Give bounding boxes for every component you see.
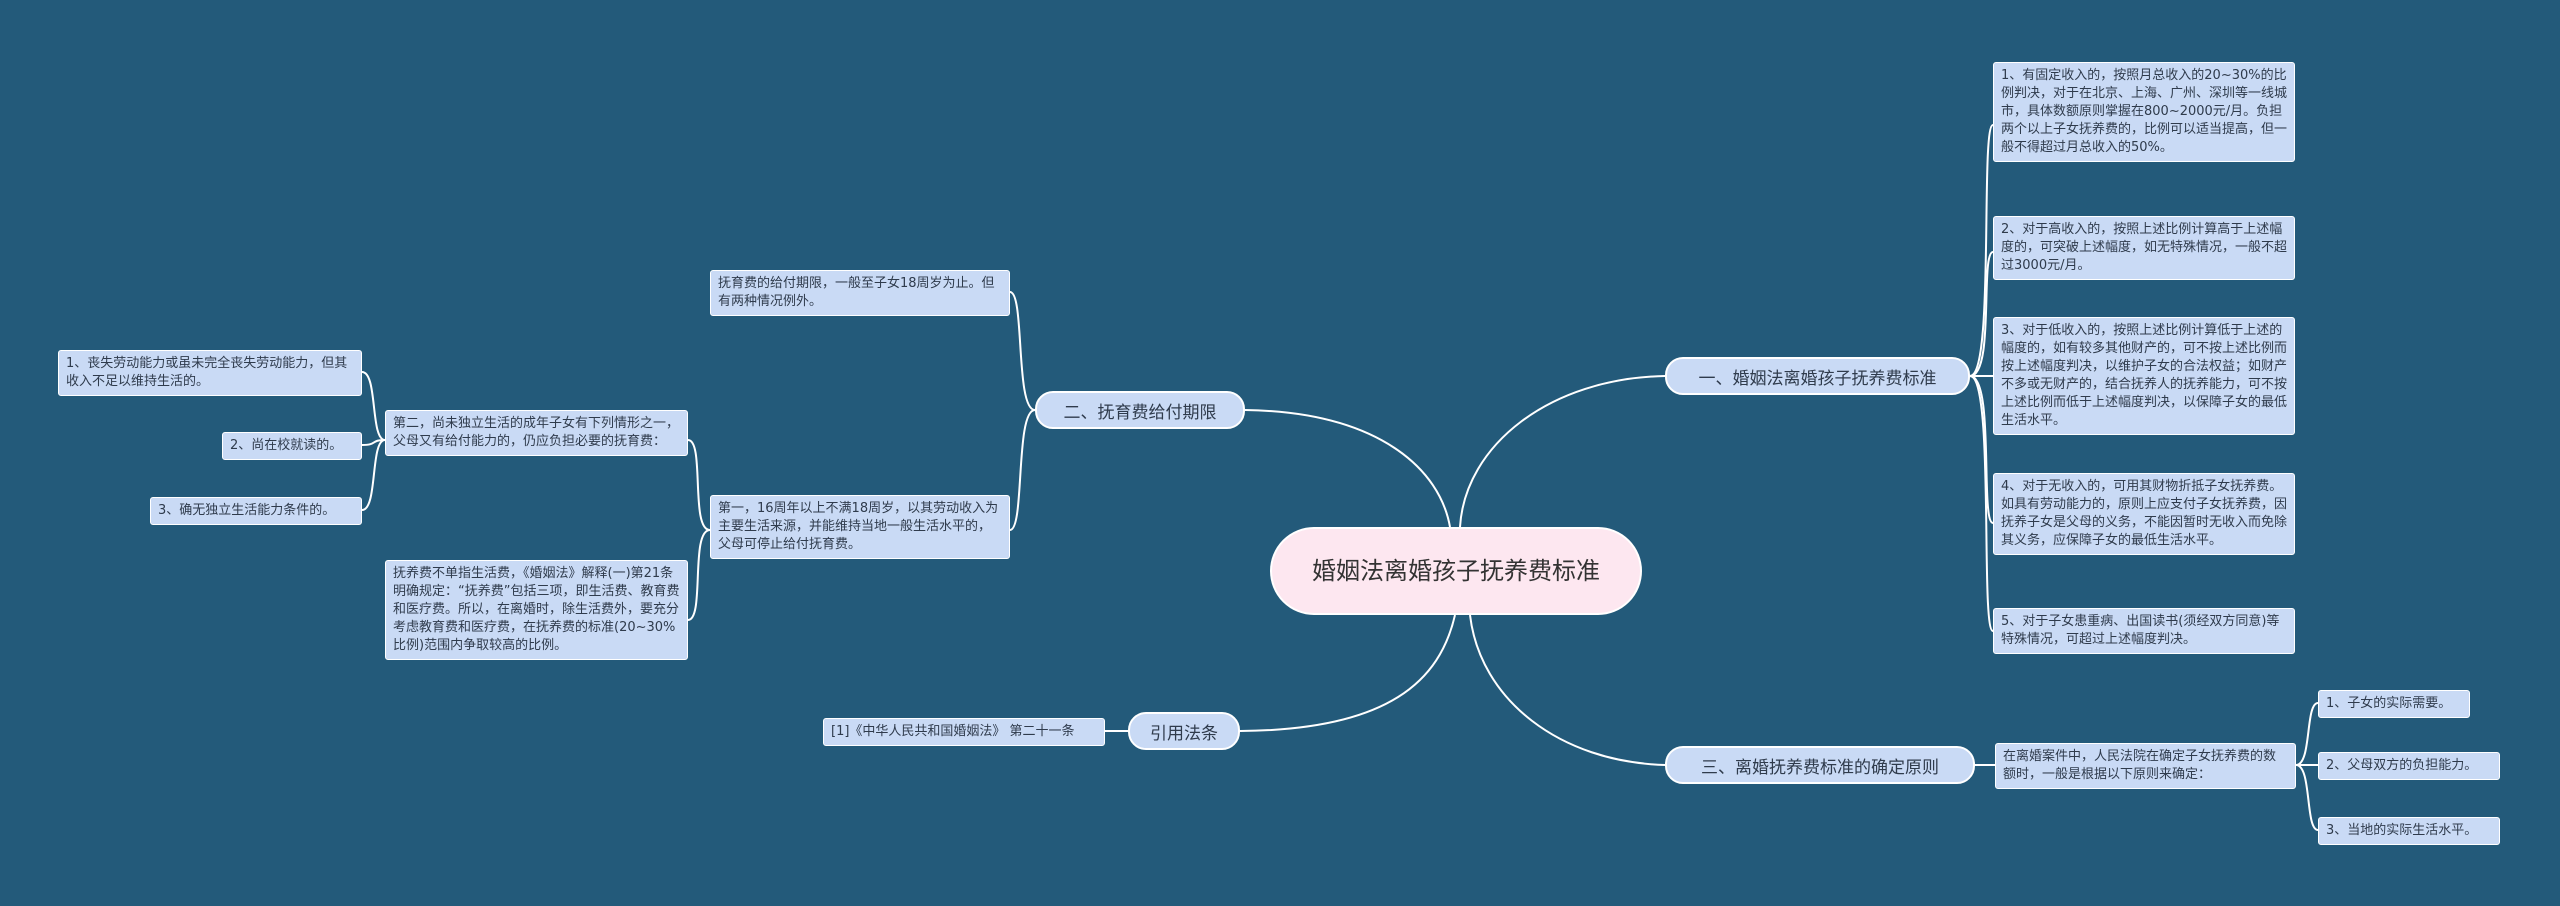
link-standard-item-4 — [1969, 375, 1994, 524]
standard-item-4[interactable]: 4、对于无收入的，可用其财物折抵子女抚养费。如具有劳动能力的，原则上应支付子女抚… — [1993, 473, 2295, 555]
link-second-item-3 — [361, 439, 386, 511]
link-period-limit — [1009, 291, 1036, 411]
period-second-item-1[interactable]: 1、丧失劳动能力或虽未完全丧失劳动能力，但其收入不足以维持生活的。 — [58, 350, 362, 396]
link-first-second — [687, 439, 711, 531]
law-citation[interactable]: [1]《中华人民共和国婚姻法》 第二十一条 — [823, 718, 1105, 746]
link-period-first — [1009, 409, 1036, 531]
link-standard-item-5 — [1969, 375, 1994, 632]
link-second-item-1 — [361, 371, 386, 441]
link-first-note — [687, 529, 711, 621]
standard-item-3[interactable]: 3、对于低收入的，按照上述比例计算低于上述的幅度的，如有较多其他财产的，可不按上… — [1993, 317, 2295, 435]
period-first[interactable]: 第一，16周年以上不满18周岁，以其劳动收入为主要生活来源，并能维持当地一般生活… — [710, 495, 1010, 559]
period-note[interactable]: 抚养费不单指生活费，《婚姻法》解释(一)第21条明确规定：“抚养费”包括三项，即… — [385, 560, 688, 660]
period-second-item-2[interactable]: 2、尚在校就读的。 — [222, 432, 362, 460]
link-root-standard — [1459, 375, 1666, 528]
link-principle-item-3 — [2295, 764, 2319, 831]
link-standard-item-2 — [1969, 251, 1994, 377]
standard-item-5[interactable]: 5、对于子女患重病、出国读书(须经双方同意)等特殊情况，可超过上述幅度判决。 — [1993, 608, 2295, 654]
link-root-law — [1239, 614, 1456, 732]
standard-item-2[interactable]: 2、对于高收入的，按照上述比例计算高于上述幅度的，可突破上述幅度，如无特殊情况，… — [1993, 216, 2295, 280]
period-second-item-3[interactable]: 3、确无独立生活能力条件的。 — [150, 497, 362, 525]
principle-item-2[interactable]: 2、父母双方的负担能力。 — [2318, 752, 2500, 780]
branch-law[interactable]: 引用法条 — [1128, 712, 1240, 750]
link-root-principle — [1469, 614, 1666, 766]
principle-item-1[interactable]: 1、子女的实际需要。 — [2318, 690, 2470, 718]
link-principle-item-1 — [2295, 702, 2319, 766]
branch-standard[interactable]: 一、婚姻法离婚孩子抚养费标准 — [1665, 357, 1970, 395]
root-topic[interactable]: 婚姻法离婚孩子抚养费标准 — [1270, 527, 1642, 615]
branch-period[interactable]: 二、抚育费给付期限 — [1035, 391, 1245, 429]
standard-item-1[interactable]: 1、有固定收入的，按照月总收入的20~30%的比例判决，对于在北京、上海、广州、… — [1993, 62, 2295, 162]
principle-intro[interactable]: 在离婚案件中，人民法院在确定子女抚养费的数额时，一般是根据以下原则来确定： — [1995, 743, 2296, 789]
link-standard-item-1 — [1969, 124, 1994, 377]
principle-item-3[interactable]: 3、当地的实际生活水平。 — [2318, 817, 2500, 845]
branch-principle[interactable]: 三、离婚抚养费标准的确定原则 — [1665, 746, 1975, 784]
link-root-period — [1244, 409, 1451, 528]
period-second[interactable]: 第二，尚未独立生活的成年子女有下列情形之一，父母又有给付能力的，仍应负担必要的抚… — [385, 410, 688, 456]
period-limit[interactable]: 抚育费的给付期限，一般至子女18周岁为止。但有两种情况例外。 — [710, 270, 1010, 316]
